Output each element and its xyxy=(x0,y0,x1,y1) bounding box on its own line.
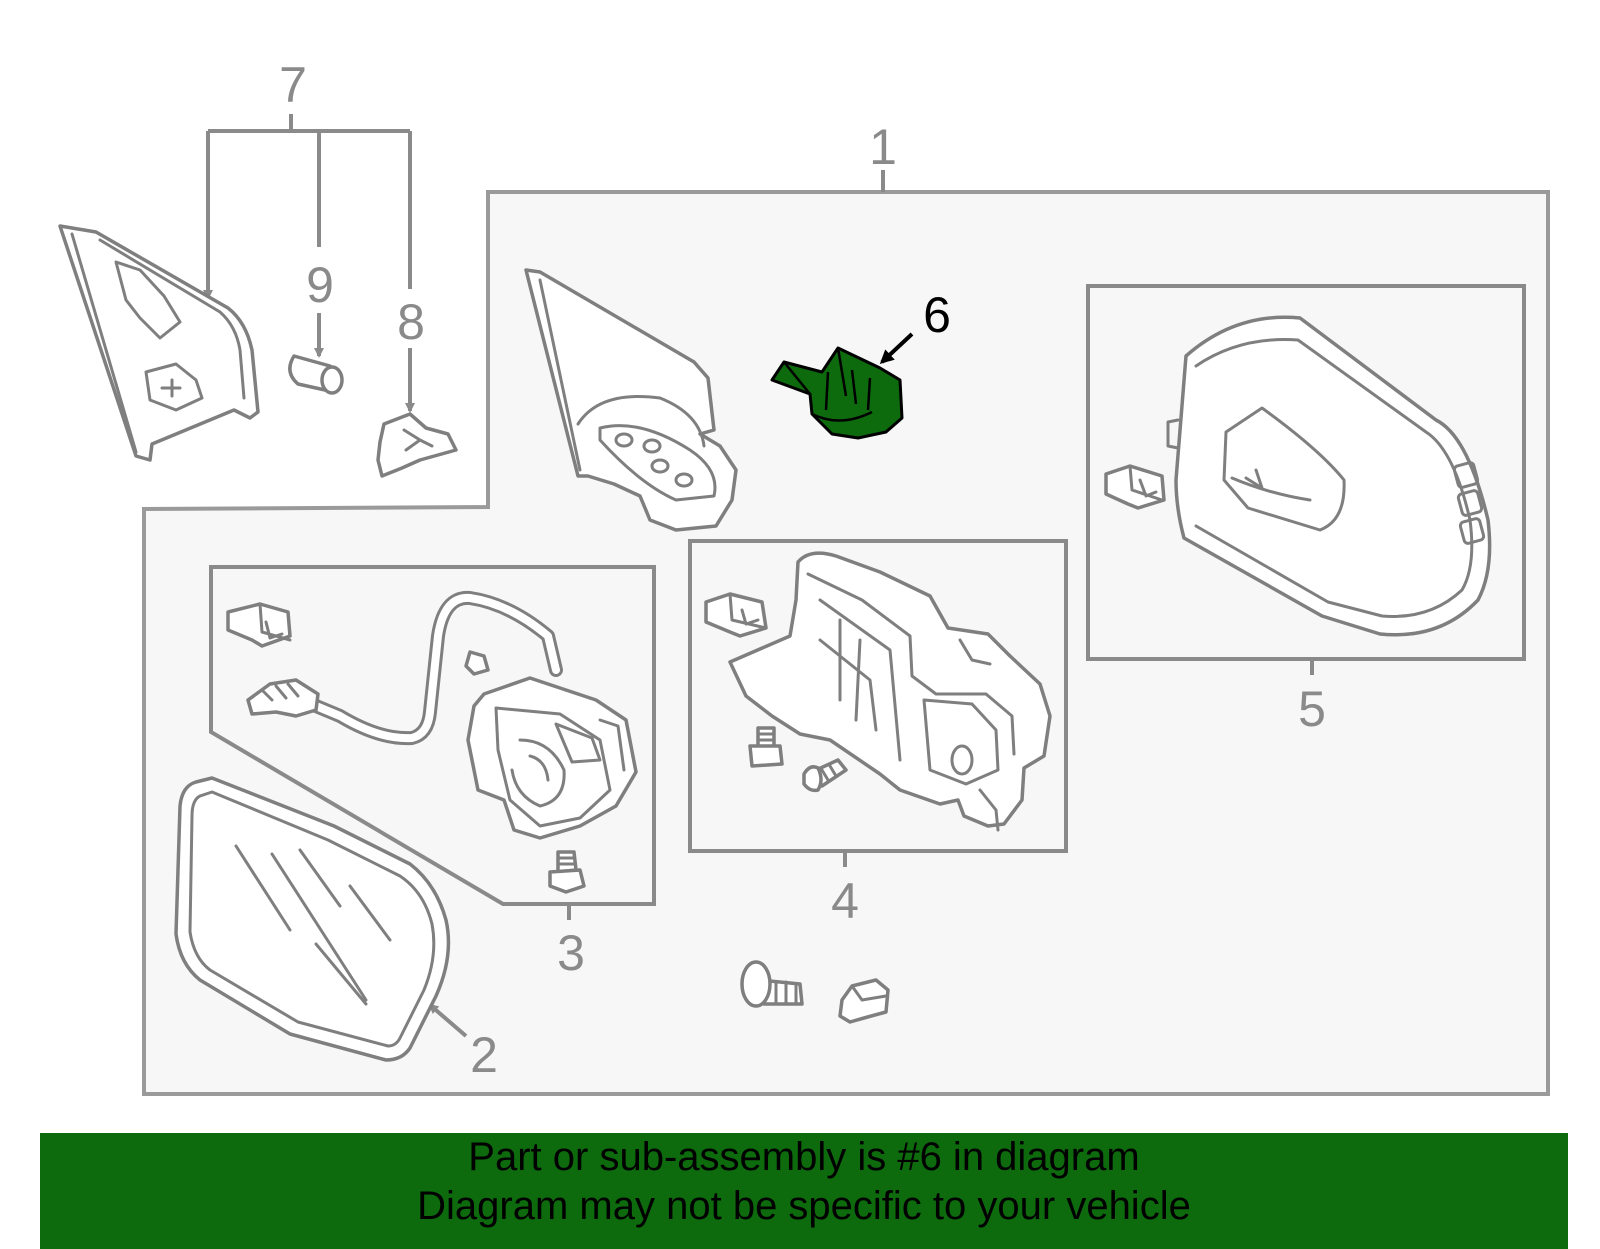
highlighted-part-6 xyxy=(770,346,904,440)
screw-part-3 xyxy=(548,850,586,894)
callout-9: 9 xyxy=(306,257,334,313)
callout-4: 4 xyxy=(831,873,859,929)
wire-harness-part-3 xyxy=(246,590,563,746)
callout-2: 2 xyxy=(470,1027,498,1083)
callout-8: 8 xyxy=(397,294,425,350)
mirror-cover-part-7 xyxy=(58,224,260,462)
callout-1: 1 xyxy=(869,119,897,175)
screw-a-part-4 xyxy=(748,726,784,768)
leader-line-6 xyxy=(879,332,914,365)
banner-line-1: Part or sub-assembly is #6 in diagram xyxy=(468,1135,1140,1179)
mirror-base-bracket xyxy=(524,268,738,532)
leader-lines xyxy=(203,114,1314,1038)
callout-6: 6 xyxy=(923,287,951,343)
mirror-glass-part-2 xyxy=(174,776,451,1062)
callout-5: 5 xyxy=(1298,681,1326,737)
callout-7: 7 xyxy=(279,57,307,113)
clip-loose xyxy=(838,978,890,1024)
info-banner: Part or sub-assembly is #6 in diagram Di… xyxy=(40,1133,1568,1249)
mirror-base-frame-part-4 xyxy=(728,551,1052,832)
banner-line-2: Diagram may not be specific to your vehi… xyxy=(417,1184,1191,1228)
mirror-housing-part-5 xyxy=(1166,315,1492,637)
cylinder-part-9 xyxy=(288,354,344,395)
callout-3: 3 xyxy=(557,925,585,981)
actuator-motor-part-3 xyxy=(466,676,638,840)
clip-part-8 xyxy=(376,412,458,478)
bolt-loose xyxy=(740,960,804,1008)
clip-part-4 xyxy=(704,592,768,638)
actuator-clip-part-3 xyxy=(226,602,292,648)
screw-b-part-4 xyxy=(802,758,848,793)
clip-part-5 xyxy=(1104,464,1166,510)
